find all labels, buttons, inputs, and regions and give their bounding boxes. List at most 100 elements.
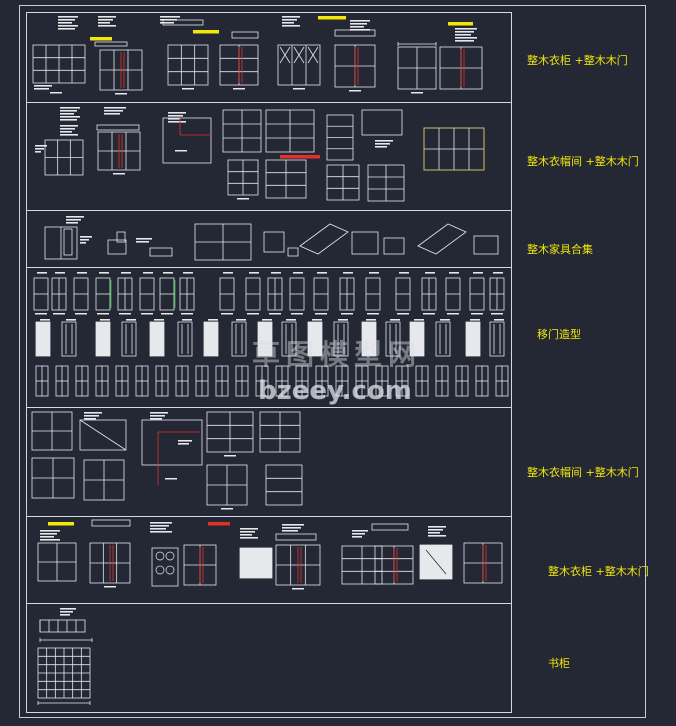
annotation-text-line xyxy=(375,146,387,148)
annotation-text-line xyxy=(150,415,165,417)
drawing-caption xyxy=(181,313,193,315)
annotation-text-line xyxy=(240,537,258,539)
annotation-text-line xyxy=(55,272,65,274)
cornice-profile xyxy=(94,41,128,47)
annotation-text-line xyxy=(80,239,89,241)
annotation-text-line xyxy=(60,107,80,109)
floor-plan xyxy=(361,109,403,136)
cornice-profile xyxy=(91,519,131,527)
sliding-door-panel xyxy=(281,321,297,357)
furniture-piece xyxy=(263,231,285,253)
cad-line xyxy=(293,46,305,64)
annotation-text-line xyxy=(58,22,72,24)
annotation-text-line xyxy=(178,443,189,445)
annotation-text-line xyxy=(77,272,87,274)
section-divider xyxy=(26,407,512,408)
annotation-text-line xyxy=(98,25,116,27)
annotation-text-line xyxy=(350,26,364,28)
section-label-wardrobe-door-1: 整木衣柜 +整木木门 xyxy=(527,54,628,67)
annotation-text-line xyxy=(399,272,409,274)
bookshelf-isometric xyxy=(473,235,499,255)
decorative-carving xyxy=(165,565,175,575)
drawing-caption xyxy=(161,313,173,315)
drawing-caption xyxy=(165,478,177,480)
yellow-title-bar xyxy=(318,16,346,20)
annotation-text-line xyxy=(350,23,367,25)
annotation-text-line xyxy=(160,16,180,18)
decorative-carving xyxy=(155,565,165,575)
yellow-title-bar xyxy=(448,22,473,26)
annotation-text-line xyxy=(282,22,294,24)
drawing-caption xyxy=(247,313,259,315)
sliding-door-panel xyxy=(149,321,165,357)
annotation-text-line xyxy=(317,272,327,274)
yellow-title-bar xyxy=(48,522,74,526)
annotation-text-line xyxy=(240,534,252,536)
annotation-text-line xyxy=(40,539,60,541)
annotation-text-line xyxy=(66,216,84,218)
annotation-text-line xyxy=(60,110,77,112)
annotation-text-line xyxy=(104,110,123,112)
annotation-text-line xyxy=(455,37,477,39)
annotation-text-line xyxy=(286,319,296,321)
drawing-caption xyxy=(397,313,409,315)
annotation-text-line xyxy=(60,134,78,136)
drawing-caption xyxy=(115,93,127,95)
annotation-text-line xyxy=(150,525,169,527)
furniture-piece xyxy=(383,237,405,255)
annotation-text-line xyxy=(104,107,126,109)
annotation-text-line xyxy=(98,22,110,24)
annotation-text-line xyxy=(84,415,99,417)
sliding-door-panel xyxy=(333,321,349,357)
annotation-text-line xyxy=(150,531,172,533)
drawing-caption xyxy=(411,92,423,94)
sliding-door-panel xyxy=(435,321,451,357)
cad-line xyxy=(279,46,291,64)
sliding-door-panel xyxy=(385,321,401,357)
annotation-text-line xyxy=(150,412,168,414)
cornice-profile xyxy=(371,523,409,531)
section-divider xyxy=(26,516,512,517)
cabinet-elevation xyxy=(265,464,303,506)
section-label-cloakroom-door-2: 整木衣帽间 +整木木门 xyxy=(527,466,639,479)
annotation-text-line xyxy=(60,128,75,130)
annotation-text-line xyxy=(178,440,192,442)
annotation-text-line xyxy=(390,319,400,321)
drawing-caption xyxy=(491,313,503,315)
yellow-title-bar xyxy=(193,30,219,34)
drawing-caption xyxy=(53,313,65,315)
section-divider xyxy=(26,267,512,268)
drawing-caption xyxy=(292,588,304,590)
cornice-profile xyxy=(96,124,140,131)
annotation-text-line xyxy=(428,535,446,537)
annotation-text-line xyxy=(236,319,246,321)
annotation-text-line xyxy=(154,319,164,321)
annotation-text-line xyxy=(352,536,362,538)
annotation-text-line xyxy=(136,241,149,243)
drawing-caption xyxy=(50,92,62,94)
cornice-profile xyxy=(275,533,317,541)
drawing-caption xyxy=(237,198,249,200)
drawing-caption xyxy=(233,88,245,90)
annotation-text-line xyxy=(282,530,298,532)
annotation-text-line xyxy=(98,16,116,18)
drawing-caption xyxy=(471,313,483,315)
annotation-text-line xyxy=(60,611,73,613)
annotation-text-line xyxy=(494,319,504,321)
decorative-carving xyxy=(155,551,165,561)
watermark-chinese-text: 草图模型网 xyxy=(252,338,423,371)
sliding-door-panel xyxy=(489,321,505,357)
annotation-text-line xyxy=(350,20,370,22)
drawing-caption xyxy=(349,90,361,92)
annotation-text-line xyxy=(343,272,353,274)
drawing-caption xyxy=(175,150,187,152)
annotation-text-line xyxy=(84,412,102,414)
section-divider xyxy=(26,102,512,103)
annotation-text-line xyxy=(414,319,424,321)
sliding-door-panel xyxy=(465,321,481,357)
annotation-text-line xyxy=(58,25,78,27)
annotation-text-line xyxy=(338,319,348,321)
annotation-text-line xyxy=(99,272,109,274)
cabinet-isometric xyxy=(351,231,379,255)
